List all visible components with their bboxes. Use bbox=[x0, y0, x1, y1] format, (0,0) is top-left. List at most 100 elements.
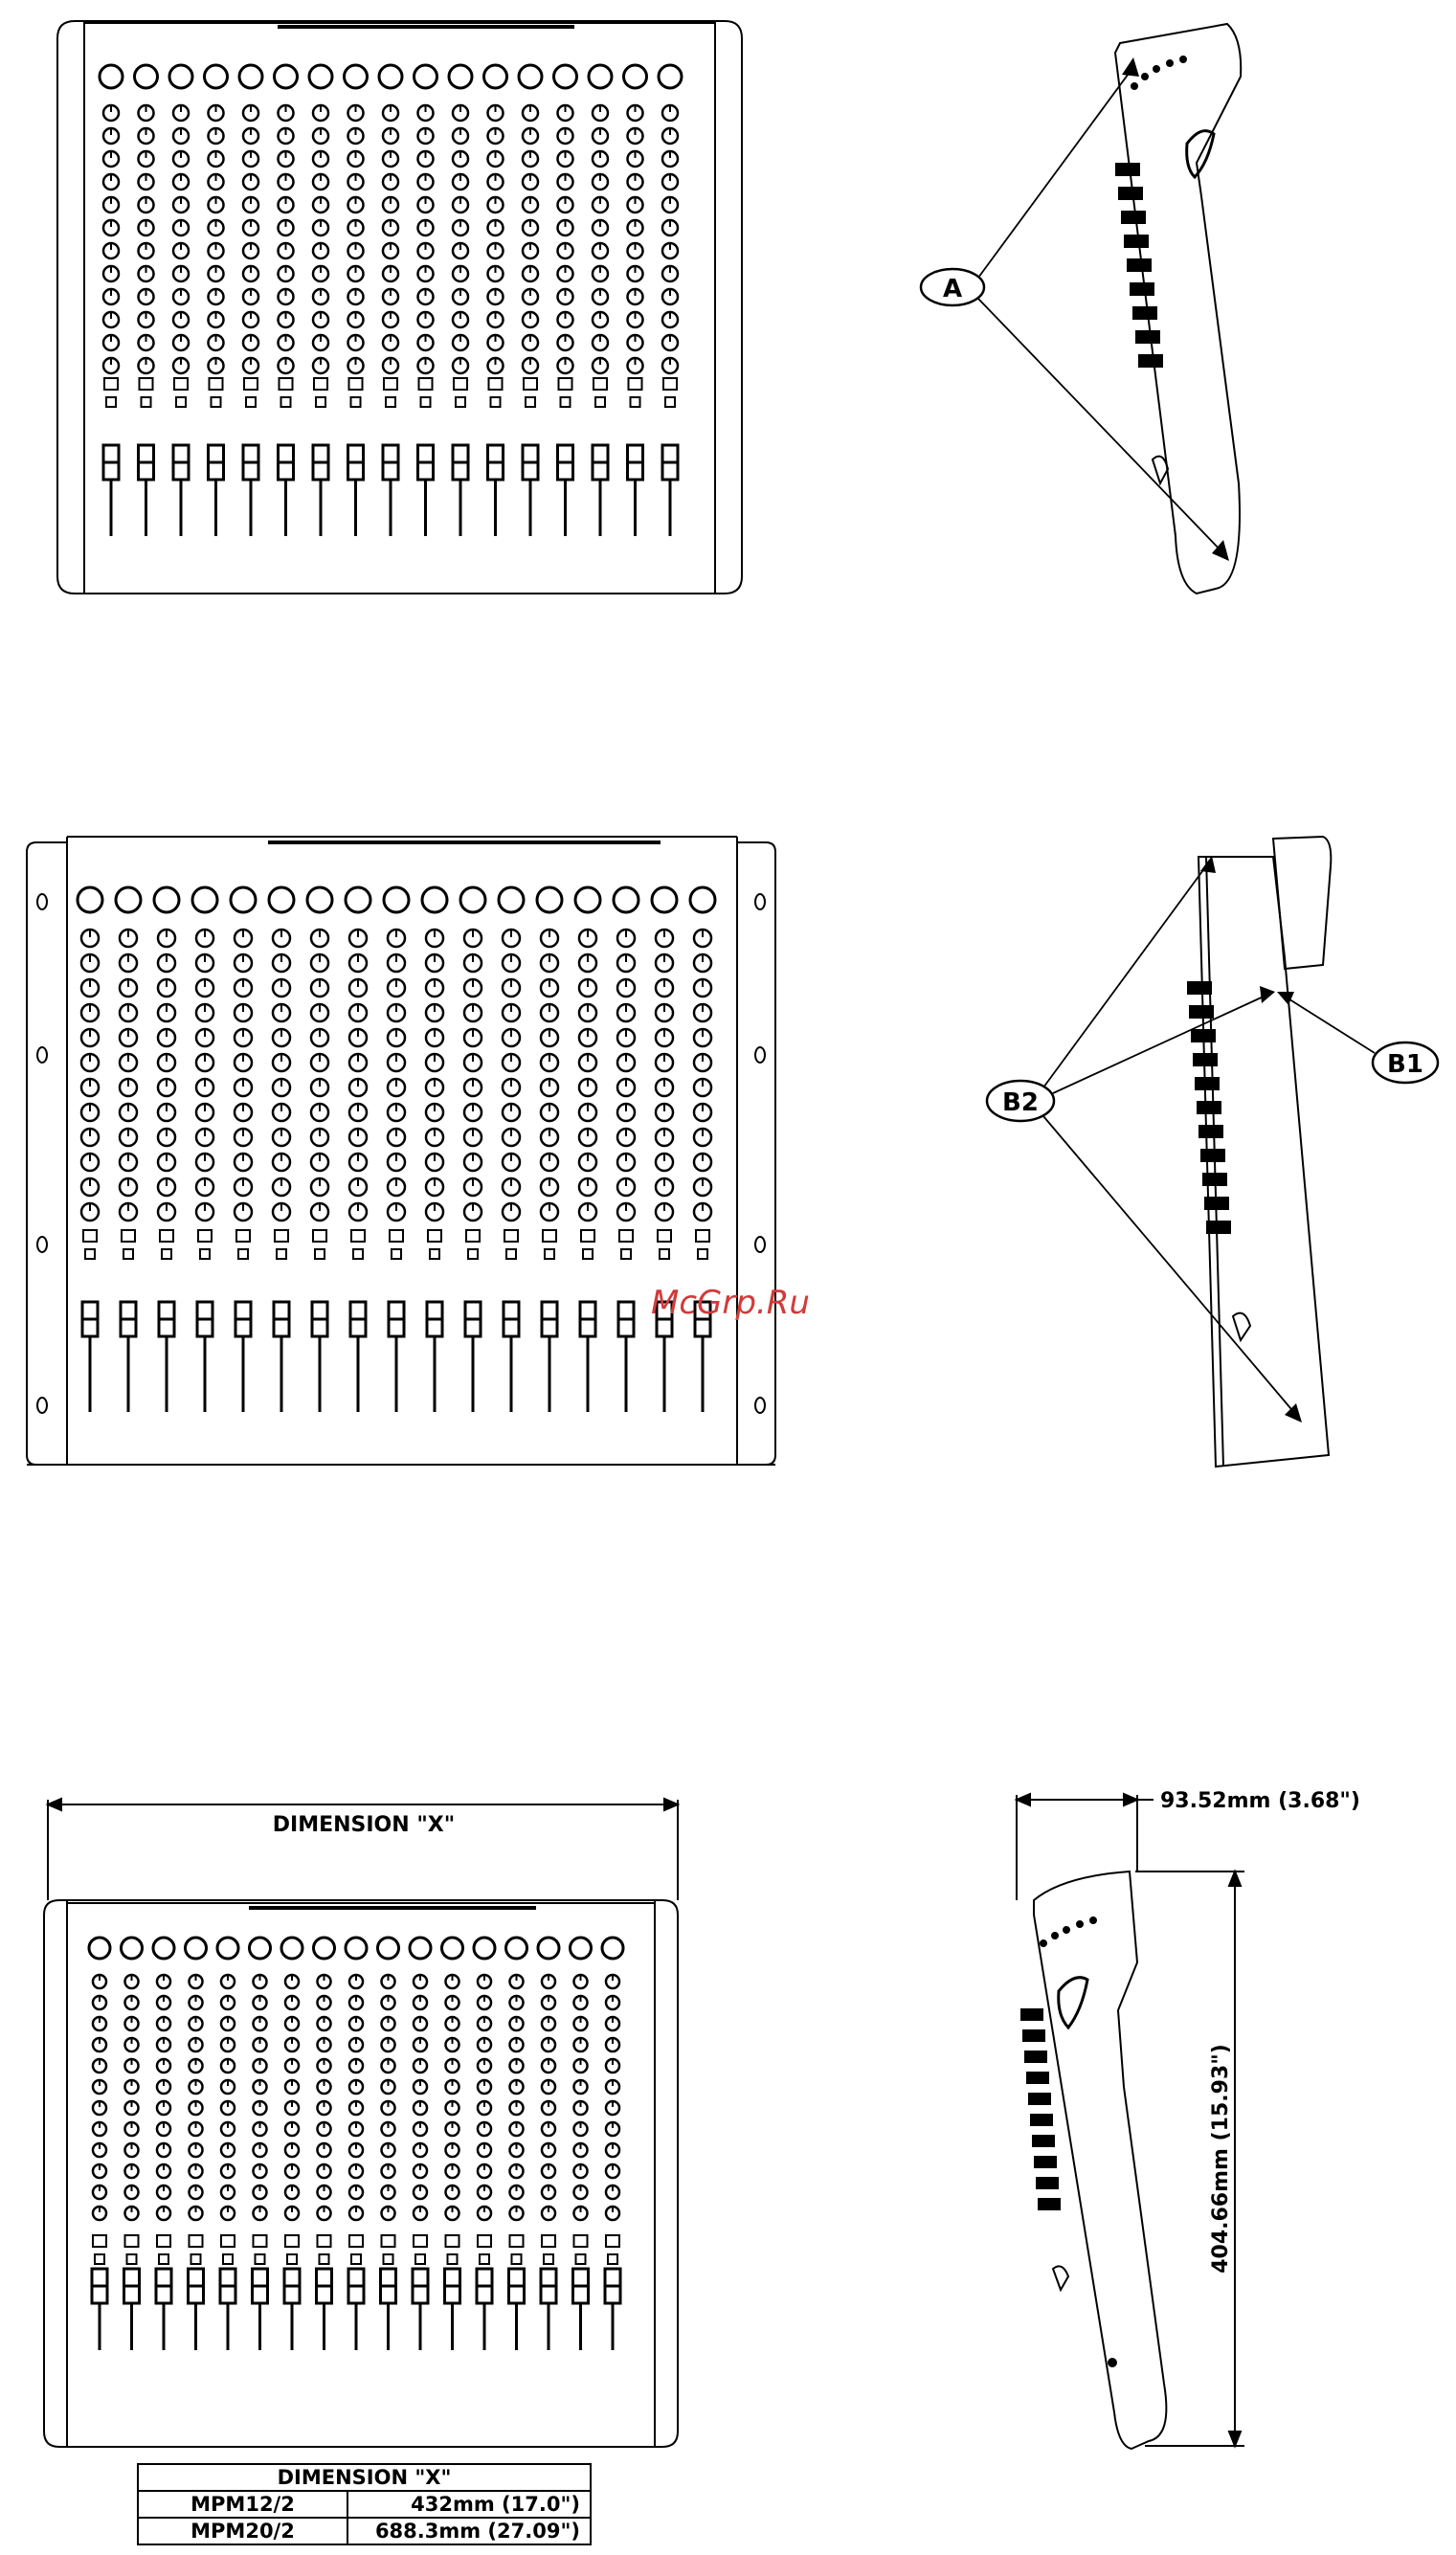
channel-button-middle bbox=[466, 1230, 480, 1242]
xlr-input-middle bbox=[307, 887, 332, 912]
channel-button-middle bbox=[468, 1249, 478, 1259]
xlr-input-middle bbox=[652, 887, 677, 912]
xlr-input-bottom bbox=[122, 1938, 143, 1959]
channel-button-middle bbox=[160, 1230, 173, 1242]
channel-button-middle bbox=[658, 1230, 671, 1242]
channel-button-top bbox=[421, 397, 431, 407]
channel-button-top bbox=[351, 397, 361, 407]
channel-button-bottom bbox=[608, 2254, 617, 2264]
channel-button-bottom bbox=[191, 2254, 201, 2264]
channel-button-middle bbox=[85, 1249, 95, 1259]
xlr-input-top bbox=[554, 65, 577, 88]
channel-button-middle bbox=[543, 1230, 556, 1242]
channel-button-top bbox=[456, 397, 465, 407]
channel-button-top bbox=[454, 378, 467, 390]
channel-button-middle bbox=[581, 1230, 594, 1242]
xlr-input-bottom bbox=[186, 1938, 207, 1959]
channel-button-top bbox=[561, 397, 571, 407]
channel-button-bottom bbox=[415, 2254, 425, 2264]
channel-button-top bbox=[384, 378, 397, 390]
xlr-input-middle bbox=[346, 887, 370, 912]
xlr-input-bottom bbox=[602, 1938, 623, 1959]
xlr-input-middle bbox=[575, 887, 600, 912]
channel-button-middle bbox=[277, 1249, 286, 1259]
channel-button-top bbox=[142, 397, 151, 407]
xlr-input-bottom bbox=[89, 1938, 110, 1959]
channel-button-top bbox=[595, 397, 605, 407]
channel-button-bottom bbox=[544, 2254, 553, 2264]
channel-button-bottom bbox=[414, 2235, 427, 2247]
channel-button-middle bbox=[430, 1249, 439, 1259]
channel-button-bottom bbox=[478, 2235, 491, 2247]
channel-button-bottom bbox=[125, 2235, 139, 2247]
xlr-input-top bbox=[345, 65, 368, 88]
xlr-input-middle bbox=[690, 887, 715, 912]
xlr-input-bottom bbox=[378, 1938, 399, 1959]
xlr-input-bottom bbox=[571, 1938, 592, 1959]
xlr-input-bottom bbox=[346, 1938, 367, 1959]
xlr-input-bottom bbox=[506, 1938, 527, 1959]
channel-button-bottom bbox=[318, 2235, 331, 2247]
depth-dimension-line bbox=[1017, 1794, 1154, 1900]
channel-button-top bbox=[665, 397, 675, 407]
callout-a bbox=[921, 57, 1229, 561]
channel-button-middle bbox=[621, 1249, 631, 1259]
channel-button-middle bbox=[162, 1249, 171, 1259]
channel-button-top bbox=[210, 378, 223, 390]
channel-button-top bbox=[526, 397, 535, 407]
xlr-input-top bbox=[100, 65, 123, 88]
xlr-input-top bbox=[484, 65, 507, 88]
channel-button-top bbox=[174, 378, 188, 390]
xlr-input-top bbox=[309, 65, 332, 88]
channel-button-middle bbox=[123, 1249, 133, 1259]
channel-button-bottom bbox=[384, 2254, 393, 2264]
channel-button-bottom bbox=[190, 2235, 203, 2247]
xlr-input-top bbox=[624, 65, 647, 88]
xlr-input-bottom bbox=[314, 1938, 335, 1959]
table-cell-model: MPM20/2 bbox=[138, 2518, 347, 2544]
mixer-side-view-1 bbox=[1115, 24, 1241, 594]
channel-button-bottom bbox=[221, 2235, 235, 2247]
channel-button-middle bbox=[428, 1230, 441, 1242]
channel-button-bottom bbox=[448, 2254, 458, 2264]
channel-button-middle bbox=[353, 1249, 363, 1259]
table-cell-model: MPM12/2 bbox=[138, 2491, 347, 2518]
xlr-input-middle bbox=[231, 887, 256, 912]
xlr-input-middle bbox=[78, 887, 102, 912]
channel-button-bottom bbox=[351, 2254, 361, 2264]
channel-button-bottom bbox=[349, 2235, 363, 2247]
channel-strips bbox=[78, 65, 715, 2350]
channel-button-bottom bbox=[127, 2254, 137, 2264]
xlr-input-top bbox=[275, 65, 298, 88]
dimension-x-label: DIMENSION "X" bbox=[273, 1813, 455, 1837]
channel-button-middle bbox=[390, 1230, 403, 1242]
channel-button-top bbox=[491, 397, 501, 407]
channel-button-bottom bbox=[542, 2235, 555, 2247]
callout-b1-label: B1 bbox=[1387, 1050, 1423, 1079]
channel-button-bottom bbox=[480, 2254, 489, 2264]
channel-button-middle bbox=[315, 1249, 325, 1259]
channel-button-bottom bbox=[382, 2235, 395, 2247]
channel-button-middle bbox=[392, 1249, 401, 1259]
channel-button-bottom bbox=[254, 2235, 267, 2247]
channel-button-bottom bbox=[285, 2235, 299, 2247]
xlr-input-top bbox=[169, 65, 192, 88]
channel-button-middle bbox=[504, 1230, 518, 1242]
watermark-text: McGrp.Ru bbox=[651, 1284, 810, 1322]
channel-button-bottom bbox=[287, 2254, 297, 2264]
channel-button-top bbox=[316, 397, 325, 407]
xlr-input-top bbox=[239, 65, 262, 88]
xlr-input-top bbox=[589, 65, 612, 88]
xlr-input-middle bbox=[422, 887, 447, 912]
channel-button-bottom bbox=[223, 2254, 233, 2264]
channel-button-bottom bbox=[157, 2235, 170, 2247]
channel-button-top bbox=[489, 378, 503, 390]
channel-button-top bbox=[524, 378, 537, 390]
channel-button-top bbox=[594, 378, 607, 390]
channel-button-bottom bbox=[576, 2254, 586, 2264]
xlr-input-top bbox=[379, 65, 402, 88]
callout-b2 bbox=[987, 856, 1302, 1423]
table-cell-value: 432mm (17.0") bbox=[347, 2491, 591, 2518]
channel-button-middle bbox=[83, 1230, 97, 1242]
